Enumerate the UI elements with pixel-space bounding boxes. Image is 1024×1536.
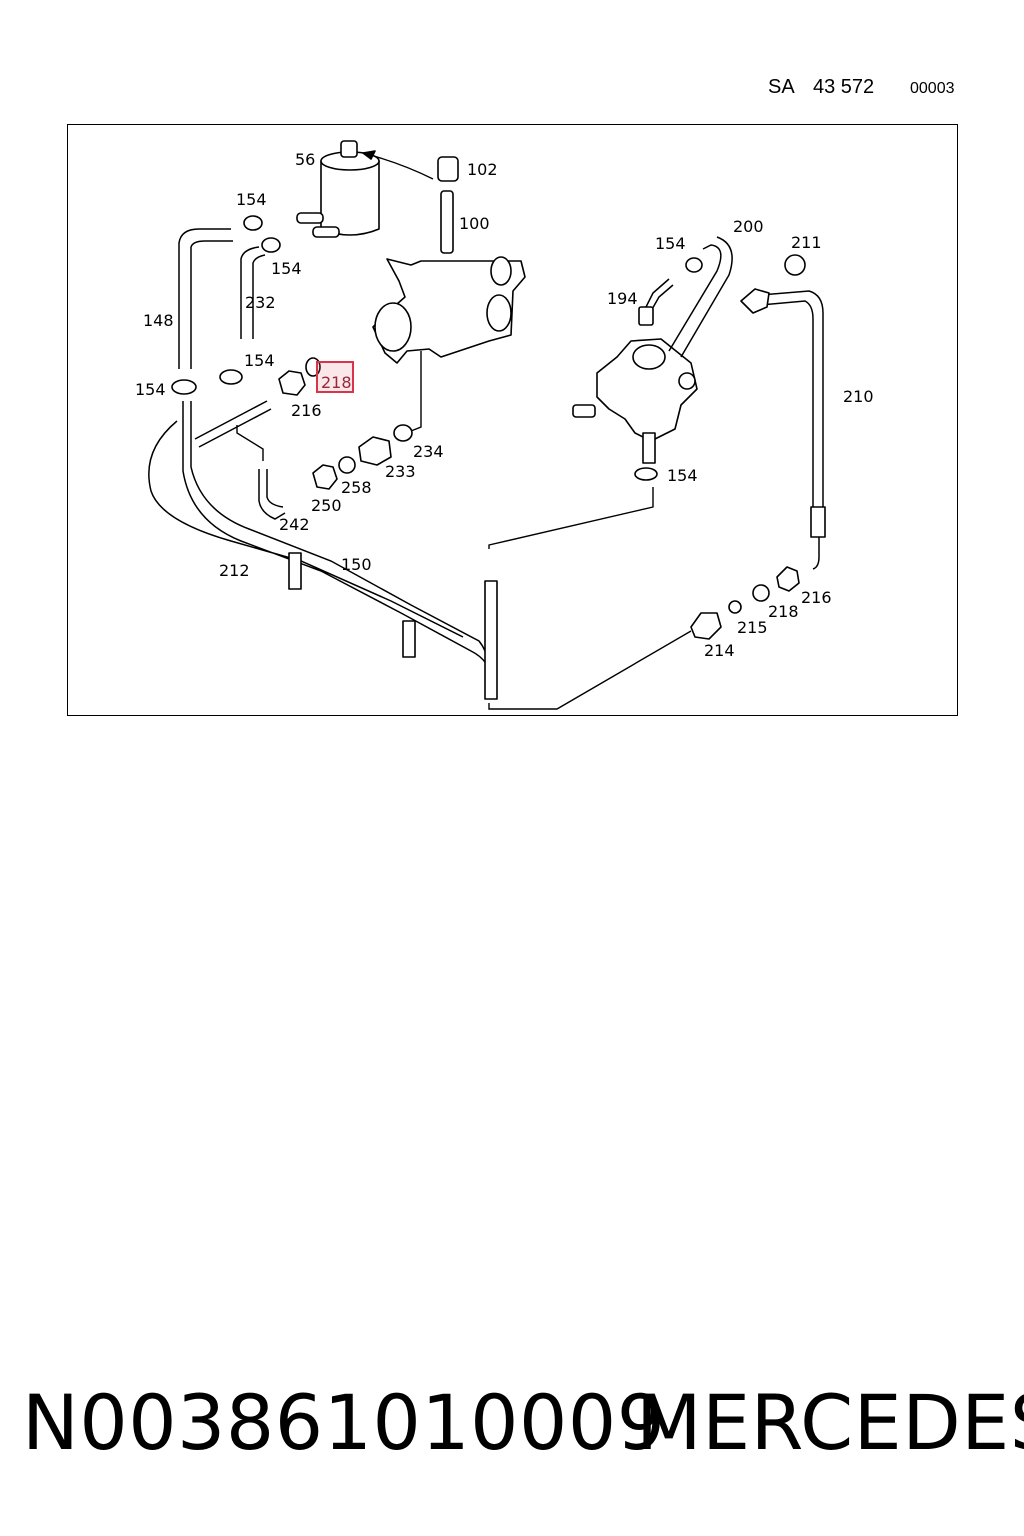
gear-leader [410,351,422,432]
parts-diagram: 56 102 100 154 154 232 148 154 154 218 2… [135,140,874,710]
sa-label: SA [768,76,795,98]
clamp-154-f [685,257,703,273]
callout-154-e: 154 [655,234,686,253]
stem-100 [440,190,454,254]
seal-215 [728,600,742,614]
power-steering-pump [572,338,698,464]
hose-242 [258,469,286,520]
cap-102 [437,156,459,182]
seal-258 [338,456,356,474]
bracket-a [288,552,302,590]
callout-211: 211 [791,233,822,252]
callout-154-d: 154 [135,380,166,399]
highlight-box [316,361,354,393]
callout-154-f: 154 [667,466,698,485]
washer-234 [393,424,413,442]
sa-number: 43 572 [813,76,875,98]
pipe-194 [644,278,674,312]
fitting-194 [638,306,654,326]
union-214 [690,612,722,640]
clamp-154-a [243,215,263,231]
hose-210 [760,290,824,509]
diagram-frame: 56 102 100 154 154 232 148 154 154 218 2… [67,124,958,716]
steering-gear [372,256,526,364]
clamp-154-b [261,237,281,253]
nut-250 [312,464,338,490]
hose-232 [240,246,266,339]
reservoir-arrowhead [362,150,376,160]
callout-154-c: 154 [244,351,275,370]
brand-name: MERCEDES [636,1378,1024,1467]
callout-194: 194 [607,289,638,308]
hose-210-end [812,537,820,570]
reservoir [296,140,380,238]
leader-242 [236,425,264,461]
clamp-154-c [171,379,197,395]
union-233 [358,436,392,466]
callout-232: 232 [245,293,276,312]
callout-216: 216 [291,401,322,420]
nut-211 [784,254,806,276]
clamp-154-d [219,369,243,385]
callout-100: 100 [459,214,490,233]
callout-154-a: 154 [236,190,267,209]
crimp-210 [810,506,826,538]
clamp-154-e [634,467,658,481]
hose-148 [178,228,233,369]
callout-258: 258 [341,478,372,497]
callout-102: 102 [467,160,498,179]
bracket-b [402,620,416,658]
pipe-150 [190,401,488,662]
part-number: N003861010009 [22,1378,666,1467]
leader-pump [488,487,654,549]
leader-214 [488,630,692,710]
sheet-code: 00003 [910,80,955,97]
fitting-210 [740,288,770,314]
callout-250: 250 [311,496,342,515]
nut-216 [278,370,306,396]
callout-214: 214 [704,641,735,660]
pipe-end [484,580,498,700]
pipe-stub [194,400,272,448]
callout-234: 234 [413,442,444,461]
callout-218-lower: 218 [768,602,799,621]
callout-labels: 56 102 100 154 154 232 148 154 154 218 2… [135,150,874,660]
callout-216-lower: 216 [801,588,832,607]
callout-200: 200 [733,217,764,236]
callout-215: 215 [737,618,768,637]
callout-56: 56 [295,150,315,169]
nut-216-lower [776,566,800,592]
hose-200 [668,236,733,358]
callout-210: 210 [843,387,874,406]
seal-218-lower [752,584,770,602]
callout-212: 212 [219,561,250,580]
callout-218-highlighted: 218 [321,373,352,392]
callout-150: 150 [341,555,372,574]
callout-148: 148 [143,311,174,330]
callout-233: 233 [385,462,416,481]
callout-242: 242 [279,515,310,534]
callout-154-b: 154 [271,259,302,278]
